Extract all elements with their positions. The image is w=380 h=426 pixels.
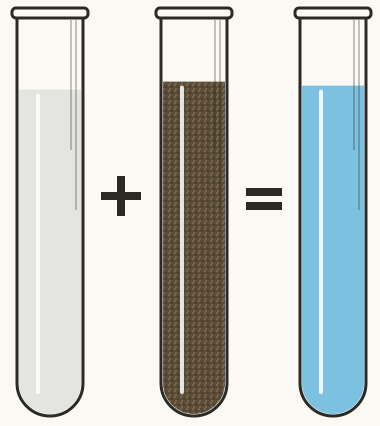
plus-sign-icon — [101, 176, 141, 216]
tube-3-liquid — [302, 86, 364, 414]
tube-3 — [295, 8, 371, 416]
tube-2-liquid — [163, 82, 225, 414]
equals-sign-icon — [246, 188, 282, 210]
tube-3-rim — [295, 8, 371, 18]
tube-1 — [12, 8, 88, 416]
tube-1-rim — [12, 8, 88, 18]
tube-2-rim — [156, 8, 232, 18]
tube-1-liquid — [19, 90, 81, 414]
tubes-layer — [12, 8, 371, 416]
tube-2 — [156, 8, 232, 416]
